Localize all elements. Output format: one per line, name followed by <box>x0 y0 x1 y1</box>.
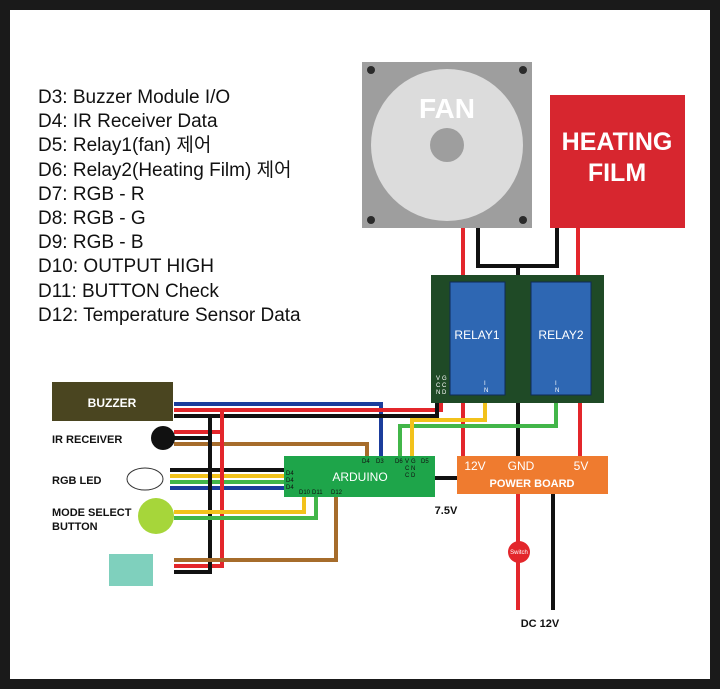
wire-red-trunk <box>174 408 224 568</box>
wires <box>170 226 582 610</box>
relay-pin-label: C <box>442 383 447 389</box>
relay-pin-label: V <box>436 376 440 382</box>
rgb-led-label: RGB LED <box>52 475 102 487</box>
arduino-board <box>284 456 435 497</box>
wire-blue-buzzer-d3 <box>174 402 383 458</box>
switch-label: Switch <box>510 550 528 556</box>
mode-select-label-line1: MODE SELECT <box>52 507 132 519</box>
wire-black-heating-gnd <box>516 226 559 268</box>
arduino-pin-label: D10 <box>299 490 311 496</box>
power-12v-label: 12V <box>464 459 485 473</box>
arduino-label: ARDUINO <box>332 470 387 484</box>
legend-item-d4: D4: IR Receiver Data <box>38 111 218 133</box>
legend-item-d6: D6: Relay2(Heating Film) 제어 <box>38 159 292 181</box>
power-switch: Switch <box>508 541 530 563</box>
fan-screw <box>519 216 527 224</box>
relay-pin-label: D <box>442 390 447 396</box>
rgb-led-bulb <box>126 467 164 491</box>
arduino-pin-label: D4 <box>286 485 294 491</box>
arduino-pin-label: G <box>411 459 416 465</box>
wire-black-fan-gnd <box>476 226 520 268</box>
pin-legend: D3: Buzzer Module I/O D4: IR Receiver Da… <box>38 86 301 328</box>
mode-select-button-cap <box>138 498 174 534</box>
relay2-in-label: N <box>555 388 559 394</box>
fan-screw <box>367 66 375 74</box>
power-dc12v-label: DC 12V <box>521 618 560 630</box>
relay1-label: RELAY1 <box>454 328 499 342</box>
wire-yellow-button-d10 <box>174 495 306 514</box>
heating-film-label-line2: FILM <box>588 159 646 187</box>
ir-receiver-label: IR RECEIVER <box>52 434 122 446</box>
fan-screw <box>519 66 527 74</box>
heating-film-body <box>550 95 685 228</box>
power-gnd-label: GND <box>508 459 535 473</box>
heating-film-label-line1: HEATING <box>562 128 673 156</box>
power-5v-label: 5V <box>574 459 589 473</box>
relay-pin-label: C <box>436 383 441 389</box>
buzzer-body <box>52 382 173 421</box>
buzzer-label: BUZZER <box>88 396 137 410</box>
arduino-pin-label: C <box>405 466 410 472</box>
wire-green-button-d11 <box>174 495 318 520</box>
arduino-pin-label: D6 <box>395 459 403 465</box>
wire-black-buzzer <box>174 398 439 418</box>
legend-item-d3: D3: Buzzer Module I/O <box>38 87 231 108</box>
power-7v5-label: 7.5V <box>435 505 458 517</box>
arduino-pin-label: C <box>405 473 410 479</box>
relay-pin-label: N <box>436 390 440 396</box>
relay1-in-label: N <box>484 388 488 394</box>
fan-hub <box>430 128 464 162</box>
legend-item-d5: D5: Relay1(fan) 제어 <box>38 135 212 157</box>
ir-receiver: IR RECEIVER <box>52 426 175 450</box>
legend-item-d8: D8: RGB - G <box>38 208 146 230</box>
arduino-pin-label: V <box>405 459 409 465</box>
wire-yellow-d5-relay1 <box>410 398 487 458</box>
relay-board: RELAY1 RELAY2 V G C C N D I N I N <box>431 275 604 403</box>
fan: FAN <box>362 62 532 228</box>
wire-green-d6-relay2 <box>398 398 558 458</box>
arduino-pin-label: D4 <box>286 471 294 477</box>
arduino-pin-label: D11 <box>312 490 323 496</box>
relay2-label: RELAY2 <box>538 328 583 342</box>
wire-black-trunk <box>174 414 212 574</box>
heating-film: HEATING FILM <box>550 95 685 228</box>
arduino-pin-label: N <box>411 466 415 472</box>
relay1-in-label: I <box>484 381 486 387</box>
arduino-pin-label: D3 <box>376 459 384 465</box>
mode-select-button: MODE SELECT BUTTON <box>52 498 174 534</box>
fan-screw <box>367 216 375 224</box>
power-board-body <box>457 456 608 494</box>
wire-red-buzzer <box>174 398 443 412</box>
relay2-in-label: I <box>555 381 557 387</box>
legend-item-d12: D12: Temperature Sensor Data <box>38 304 301 326</box>
arduino-pin-label: D12 <box>331 490 343 496</box>
arduino-pin-label: D4 <box>286 478 294 484</box>
power-board-label: POWER BOARD <box>490 478 575 490</box>
relay2 <box>530 281 592 396</box>
rgb-led: RGB LED <box>52 467 164 491</box>
legend-item-d10: D10: OUTPUT HIGH <box>38 256 214 278</box>
legend-item-d9: D9: RGB - B <box>38 232 144 254</box>
ir-receiver-sensor <box>151 426 175 450</box>
relay-pin-label: G <box>442 376 447 382</box>
wire-brown-ir-d4 <box>174 442 369 458</box>
buzzer: BUZZER <box>52 382 173 421</box>
mode-select-label-line2: BUTTON <box>52 521 98 533</box>
legend-item-d7: D7: RGB - R <box>38 183 145 205</box>
temperature-sensor <box>109 554 153 586</box>
fan-label: FAN <box>419 93 475 124</box>
switch-body <box>508 541 530 563</box>
legend-item-d11: D11: BUTTON Check <box>38 280 219 302</box>
arduino: ARDUINO D4 D4 D4 D10 D11 D12 D4 D3 D6 D5… <box>284 456 435 497</box>
relay1 <box>449 281 506 396</box>
power-board: 12V GND 5V POWER BOARD <box>457 456 608 494</box>
arduino-pin-label: D5 <box>421 459 429 465</box>
arduino-pin-label: D <box>411 473 416 479</box>
arduino-pin-label: D4 <box>362 459 370 465</box>
wire-brown-temp-d12 <box>174 495 338 562</box>
